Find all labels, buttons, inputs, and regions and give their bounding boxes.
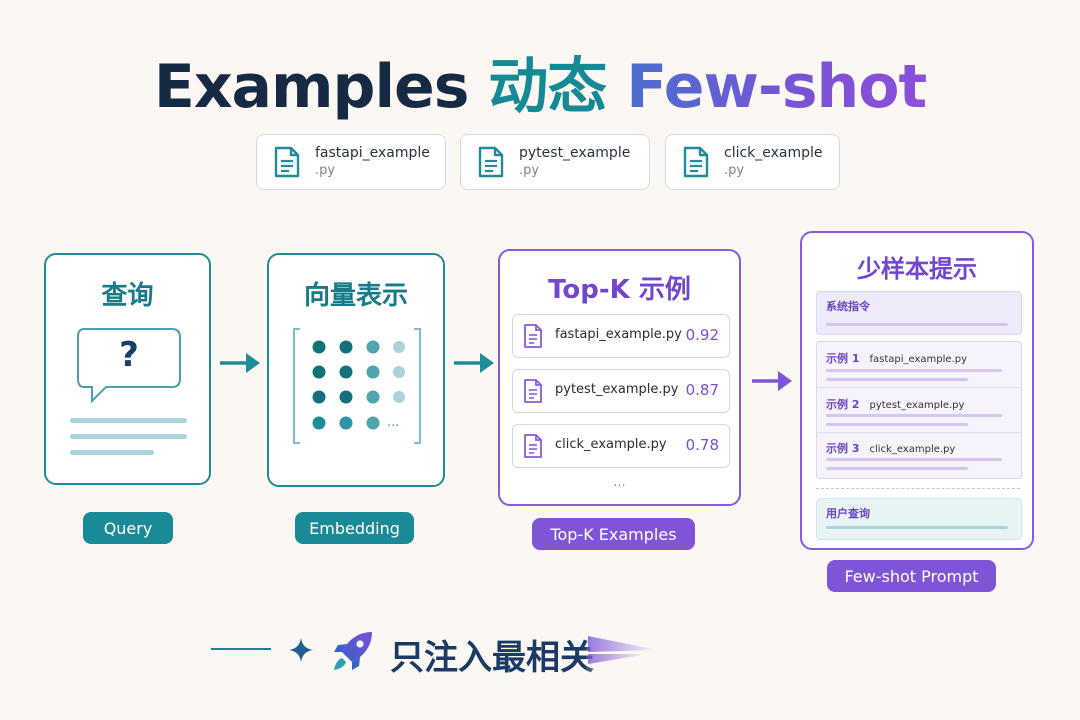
text-line [826, 414, 1002, 417]
example-number: 示例 1 [826, 352, 860, 365]
text-line [70, 434, 187, 439]
prompt-title: 少样本提示 [857, 255, 977, 283]
topk-pill: Top-K Examples [532, 518, 695, 550]
system-instruction-section: 系统指令 [816, 291, 1022, 335]
topk-file-name: click_example.py [555, 437, 667, 452]
example-label: 示例 3 click_example.py [826, 440, 955, 456]
question-mark: ? [119, 335, 139, 375]
sparkle-icon [289, 638, 313, 662]
example-file: fastapi_example.py [869, 354, 968, 365]
document-icon [524, 434, 542, 458]
vector-matrix-icon [293, 328, 421, 444]
embedding-title: 向量表示 [303, 281, 408, 311]
example-file: click_example.py [869, 444, 956, 455]
topk-item: pytest_example.py 0.87 [512, 369, 730, 413]
file-name: pytest_example [519, 145, 631, 161]
footer-text: 只注入最相关 [390, 638, 594, 678]
document-icon [683, 146, 709, 178]
title-part-fewshot: Few-shot [626, 52, 927, 122]
arrow-right-icon [220, 353, 260, 373]
topk-file-name: pytest_example.py [555, 382, 679, 397]
topk-item: fastapi_example.py 0.92 [512, 314, 730, 358]
document-icon [274, 146, 300, 178]
text-line [826, 458, 1002, 461]
file-name: fastapi_example [315, 145, 430, 161]
text-line [826, 369, 1002, 372]
file-chip-pytest: pytest_example .py [460, 134, 650, 190]
topk-file-name: fastapi_example.py [555, 327, 682, 342]
file-ext: .py [519, 163, 540, 178]
text-line [826, 526, 1008, 529]
chat-bubble-icon [77, 328, 181, 404]
document-icon [524, 324, 542, 348]
page-title: Examples 动态 Few-shot [0, 38, 1080, 125]
query-title: 查询 [101, 281, 154, 311]
arrow-right-icon [752, 371, 792, 391]
arrow-right-icon [454, 353, 494, 373]
divider [817, 387, 1021, 388]
text-line [826, 423, 968, 426]
vector-ellipsis: ... [387, 415, 400, 430]
document-icon [478, 146, 504, 178]
topk-score: 0.78 [685, 436, 719, 454]
example-label: 示例 1 fastapi_example.py [826, 350, 967, 366]
text-line [826, 323, 1008, 326]
document-icon [524, 379, 542, 403]
text-line [826, 467, 968, 470]
file-name: click_example [724, 145, 823, 161]
title-part-dynamic: 动态 [488, 52, 607, 122]
text-line [70, 450, 154, 455]
example-number: 示例 3 [826, 442, 860, 455]
topk-title: Top-K 示例 [548, 275, 691, 305]
prompt-pill: Few-shot Prompt [827, 560, 996, 592]
topk-stage: Top-K 示例 fastapi_example.py 0.92 pytest_… [498, 249, 741, 506]
system-instruction-label: 系统指令 [826, 300, 870, 313]
rocket-icon [334, 632, 372, 670]
prompt-stage: 少样本提示 系统指令 示例 1 fastapi_example.py 示例 2 py… [800, 231, 1034, 550]
embedding-stage: 向量表示 ... [267, 253, 445, 487]
example-number: 示例 2 [826, 398, 860, 411]
query-stage: 查询 ? [44, 253, 211, 485]
text-line [70, 418, 187, 423]
example-file: pytest_example.py [869, 400, 965, 411]
topk-score: 0.92 [685, 326, 719, 344]
file-ext: .py [315, 163, 336, 178]
file-chip-fastapi: fastapi_example .py [256, 134, 446, 190]
examples-section: 示例 1 fastapi_example.py 示例 2 pytest_exampl… [816, 341, 1022, 479]
file-chip-click: click_example .py [665, 134, 840, 190]
divider [817, 432, 1021, 433]
example-label: 示例 2 pytest_example.py [826, 396, 964, 412]
speed-streak-icon [588, 636, 658, 664]
section-separator [816, 488, 1020, 489]
footer-rule [211, 648, 271, 650]
user-query-label: 用户查询 [826, 507, 870, 520]
file-ext: .py [724, 163, 745, 178]
topk-item: click_example.py 0.78 [512, 424, 730, 468]
title-part-examples: Examples [153, 52, 470, 122]
user-query-section: 用户查询 [816, 498, 1022, 540]
topk-score: 0.87 [685, 381, 719, 399]
text-line [826, 378, 968, 381]
query-pill: Query [83, 512, 173, 544]
topk-ellipsis: ... [613, 475, 626, 490]
embedding-pill: Embedding [295, 512, 414, 544]
